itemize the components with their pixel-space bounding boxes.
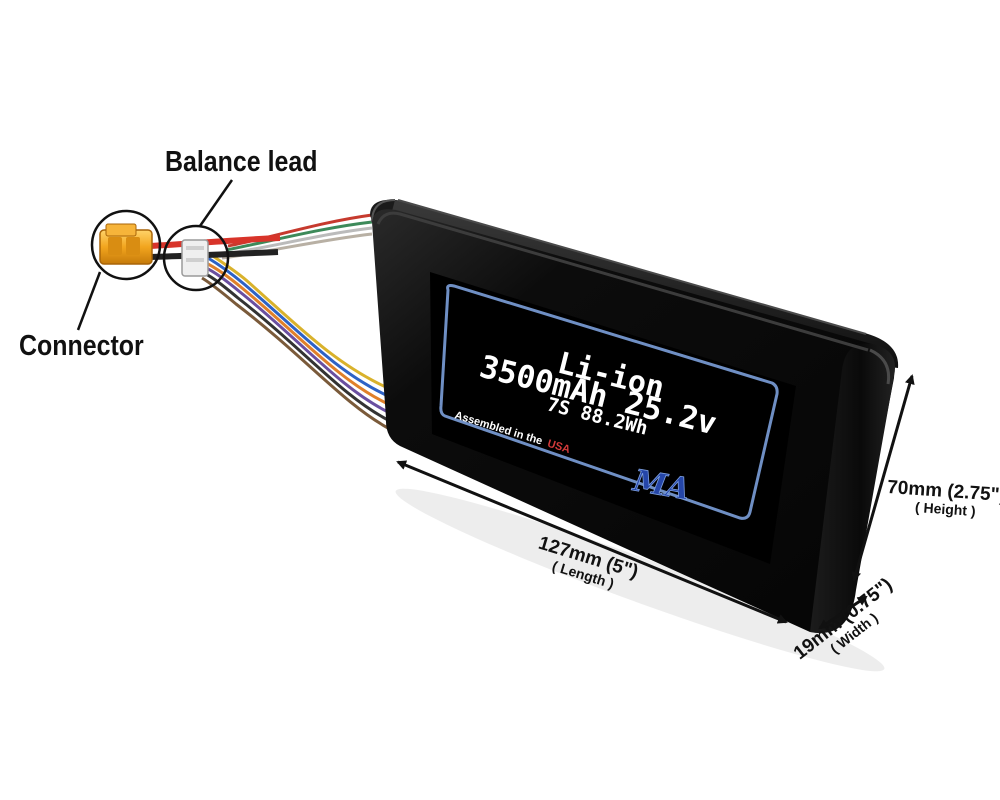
battery-pack [370,199,899,672]
balance-lead-leader-line [198,179,234,227]
length-dimension-arrow [396,460,788,624]
xt60-connector [99,223,153,265]
connector-label: Connector [19,330,144,362]
connector-callout-circle [90,209,162,281]
width-dimension-arrow [818,595,868,630]
connector-leader-line [76,271,102,331]
balance-lead-label: Balance lead [165,146,318,178]
balance-plug [181,239,209,277]
height-dimension-arrow [851,374,915,582]
balance-lead-callout-circle [162,224,230,292]
